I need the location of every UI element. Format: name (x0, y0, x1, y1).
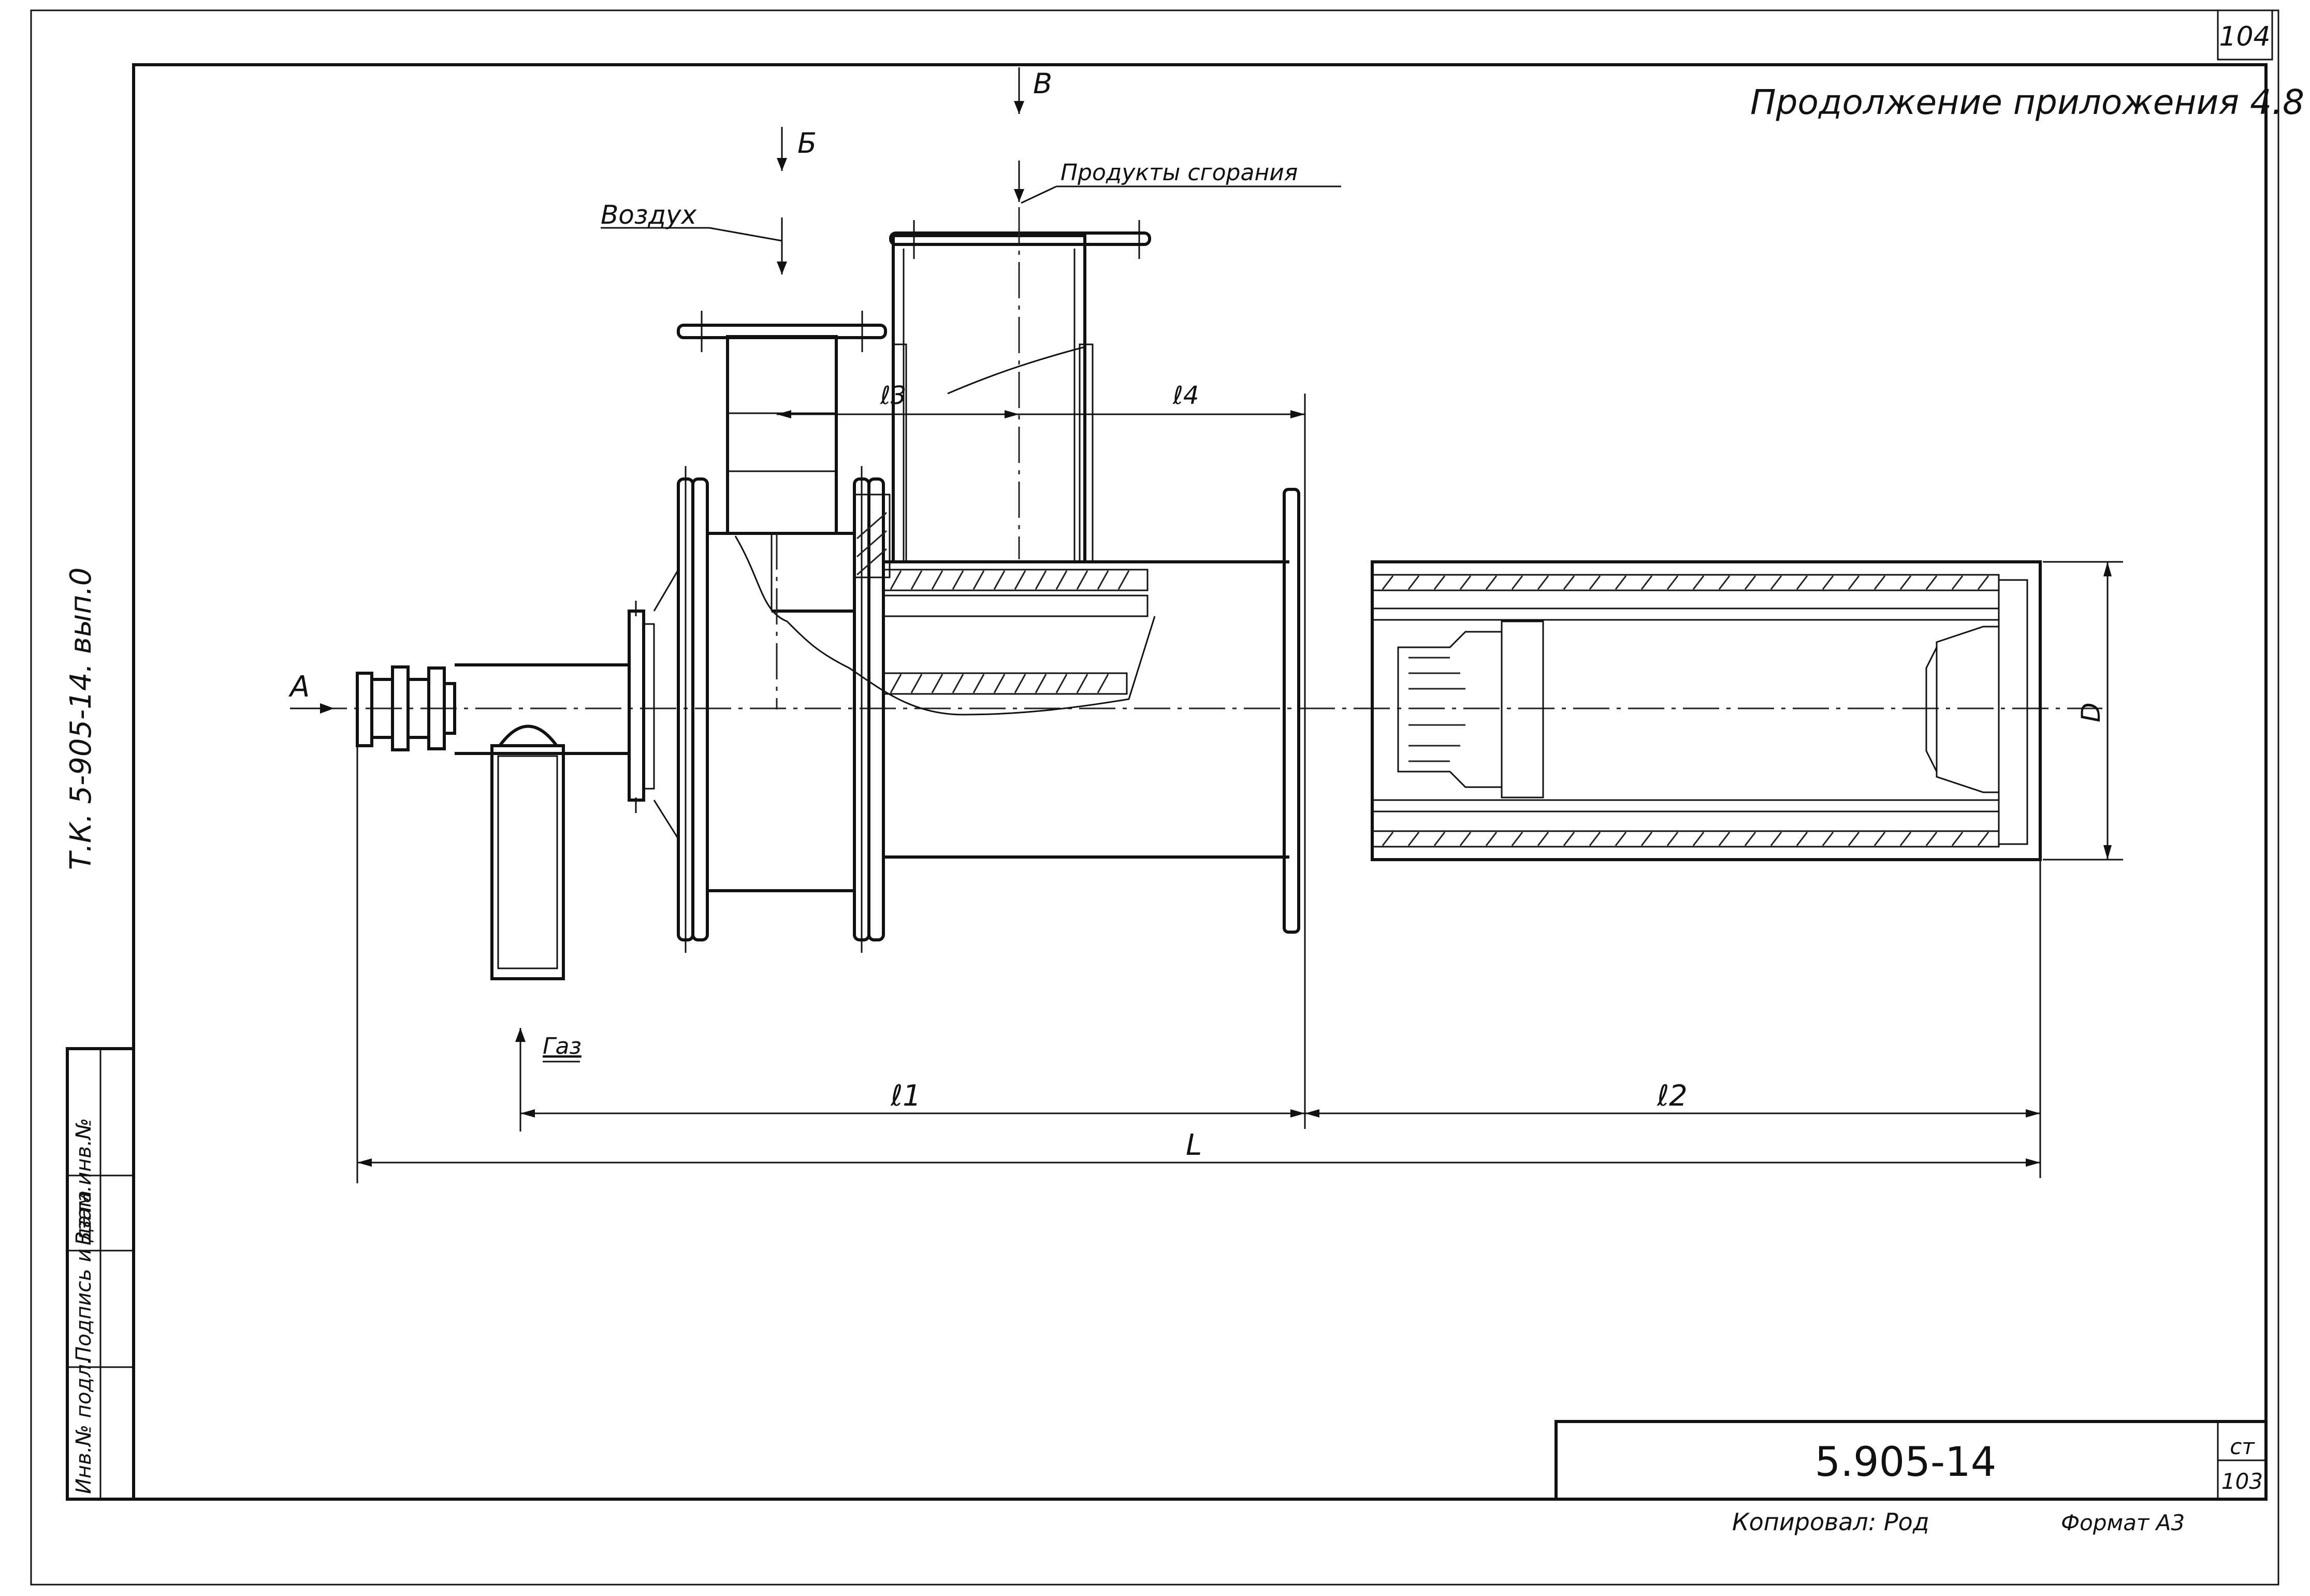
small-flange (628, 569, 679, 839)
gas-label-group: Газ (515, 1028, 582, 1072)
footer-copied: Копировал: Род (1732, 1508, 1929, 1536)
dim-l-total: L (356, 746, 2040, 1183)
mark-a: А (288, 670, 310, 704)
combustion-flow-arrow: Продукты сгорания (1014, 159, 1341, 204)
header-title: Продолжение приложения 4.8 (1750, 82, 2304, 122)
dim-l2: ℓ2 (1657, 1079, 1688, 1113)
combustion-outlet-pipe (889, 207, 1151, 563)
mark-b: Б (797, 127, 817, 159)
left-stamp-table: Инв.№ подл. Подпись и дата Взам.инв.№ (66, 1047, 135, 1501)
dim-l3: ℓ3 (880, 381, 906, 410)
sheet-number: 103 (2221, 1469, 2263, 1494)
mounting-flange (1283, 394, 1306, 1129)
gas-label: Газ (543, 1033, 582, 1060)
stamp-col-replace: Взам.инв.№ (72, 1118, 96, 1245)
page-number: 104 (2219, 21, 2270, 52)
dim-l1-l2: ℓ1 ℓ2 (519, 860, 2041, 1178)
dim-l3-l4: ℓ3 ℓ4 (777, 381, 1306, 425)
side-document-code: Т.К. 5-905-14. вып.0 (64, 568, 98, 870)
sheet-label: ст (2230, 1434, 2255, 1459)
section-arrow-b: Б (777, 127, 817, 171)
section-arrow-v: В (1014, 67, 1052, 114)
document-number: 5.905-14 (1815, 1439, 1997, 1486)
large-flange-left (677, 466, 709, 953)
dim-l: L (1186, 1128, 1202, 1162)
dim-d: D (2043, 561, 2123, 861)
burner-body (677, 311, 1156, 892)
main-tube (882, 560, 1289, 859)
combustion-products-label: Продукты сгорания (1060, 159, 1298, 186)
dim-diameter: D (2076, 702, 2106, 722)
dim-l4: ℓ4 (1172, 381, 1199, 410)
mark-v: В (1033, 67, 1052, 100)
air-label: Воздух (601, 200, 697, 230)
inlet-nozzle-assembly: А (288, 663, 629, 980)
air-flow-arrow: Воздух (601, 200, 787, 274)
dim-l1: ℓ1 (890, 1079, 921, 1113)
stamp-col-inv: Инв.№ подл. (72, 1358, 96, 1494)
footer-format: Формат А3 (2061, 1510, 2185, 1535)
title-block: 5.905-14 ст 103 (1554, 1420, 2268, 1501)
drawing-frame (30, 9, 2279, 1586)
stamp-col-signature: Подпись и дата (72, 1191, 96, 1362)
fire-tube (1371, 560, 2042, 861)
page-number-box: 104 (2217, 9, 2273, 61)
large-flange-middle (853, 466, 891, 953)
